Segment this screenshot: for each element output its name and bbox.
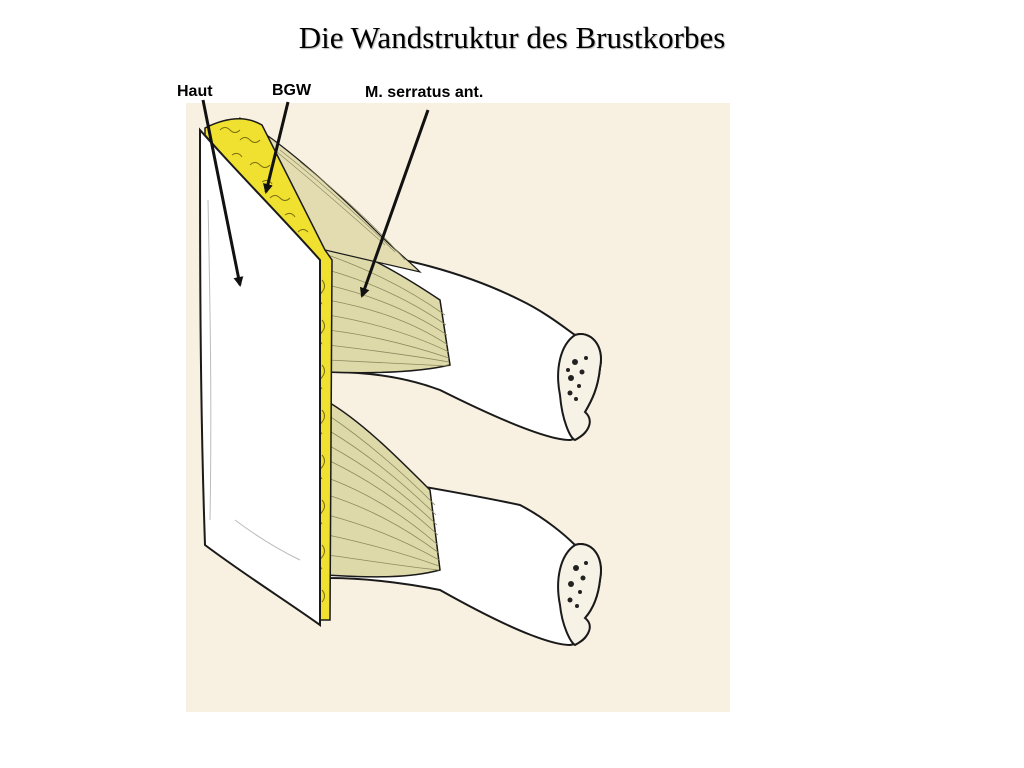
haut-pointer-arrow: [201, 99, 244, 287]
serratus-pointer-arrow: [359, 109, 430, 298]
label-bgw: BGW: [272, 82, 312, 99]
slide-title: Die Wandstruktur des Brustkorbes: [298, 20, 726, 55]
bgw-pointer-arrow: [263, 101, 290, 194]
serratus-muscle-upper: [324, 238, 451, 374]
lower-rib-crosssection: [557, 543, 602, 647]
label-haut: Haut: [177, 83, 213, 100]
label-serratus: M. serratus ant.: [365, 84, 484, 101]
serratus-muscle-lower: [324, 398, 441, 578]
skin-layer: [198, 127, 321, 627]
